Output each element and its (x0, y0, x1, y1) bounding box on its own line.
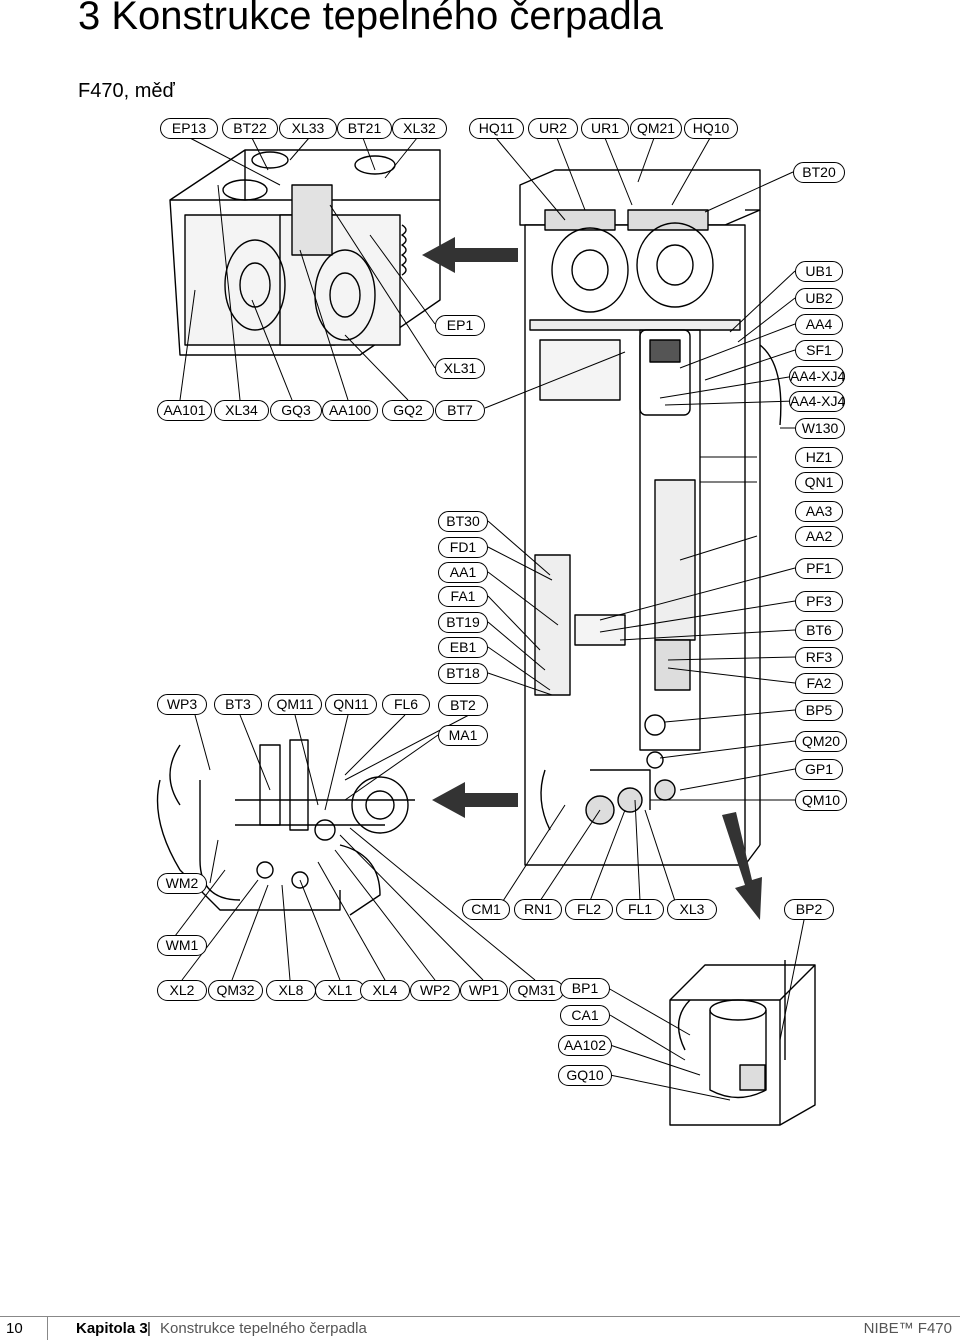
label-WP1: WP1 (460, 980, 508, 1001)
page-title: 3 Konstrukce tepelného čerpadla (78, 0, 663, 38)
label-FL6: FL6 (382, 694, 430, 715)
chapter-title: Konstrukce tepelného čerpadla (160, 1320, 367, 1337)
page-number: 10 (6, 1320, 23, 1337)
label-QM20: QM20 (795, 731, 847, 752)
label-GQ3: GQ3 (270, 400, 322, 421)
label-BT19: BT19 (438, 612, 488, 633)
label-QM10: QM10 (795, 790, 847, 811)
label-AA2: AA2 (795, 526, 843, 547)
page-footer: 10 Kapitola 3 | Konstrukce tepelného čer… (0, 1316, 960, 1340)
leader-lines (171, 137, 809, 1101)
label-QN1: QN1 (795, 472, 843, 493)
label-XL8: XL8 (266, 980, 316, 1001)
compressor-module-drawing (669, 960, 816, 1126)
label-BT2: BT2 (438, 695, 488, 716)
label-XL33: XL33 (279, 118, 337, 139)
label-XL4: XL4 (360, 980, 410, 1001)
chapter-label: Kapitola 3 (76, 1320, 148, 1337)
arrow-down-diagonal (722, 812, 762, 920)
label-FD1: FD1 (438, 537, 488, 558)
footer-divider (47, 1316, 48, 1340)
main-unit-drawing (519, 169, 782, 866)
label-QM31: QM31 (509, 980, 564, 1001)
label-AA1: AA1 (438, 562, 488, 583)
label-EP1: EP1 (435, 315, 485, 336)
label-QN11: QN11 (325, 694, 377, 715)
label-BT30: BT30 (438, 511, 488, 532)
label-EP13: EP13 (160, 118, 218, 139)
label-UR1: UR1 (581, 118, 629, 139)
label-BP1: BP1 (560, 978, 610, 999)
label-XL34: XL34 (214, 400, 269, 421)
label-FL2: FL2 (565, 899, 613, 920)
label-XL32: XL32 (392, 118, 447, 139)
label-BT3: BT3 (214, 694, 262, 715)
brand-name: NIBE™ F470 (863, 1320, 952, 1337)
label-XL31: XL31 (435, 358, 485, 379)
ventilation-module-drawing (169, 149, 441, 356)
label-AA101: AA101 (157, 400, 212, 421)
label-GQ10: GQ10 (558, 1065, 612, 1086)
label-AA3: AA3 (795, 501, 843, 522)
label-AA4-XJ4-2: AA4-XJ4 (789, 391, 845, 412)
label-BT22: BT22 (222, 118, 278, 139)
flow-arrows (422, 237, 762, 920)
label-W130: W130 (795, 418, 845, 439)
label-WP2: WP2 (410, 980, 460, 1001)
label-FA2: FA2 (795, 673, 843, 694)
label-HZ1: HZ1 (795, 447, 843, 468)
label-AA4-XJ4-1: AA4-XJ4 (789, 366, 845, 387)
heat-pump-diagram (156, 137, 816, 1126)
label-QM21: QM21 (630, 118, 682, 139)
footer-rule (0, 1316, 960, 1317)
label-PF3: PF3 (795, 591, 843, 612)
label-RN1: RN1 (514, 899, 562, 920)
label-RF3: RF3 (795, 647, 843, 668)
label-FL1: FL1 (616, 899, 664, 920)
label-BT7: BT7 (435, 400, 485, 421)
label-XL1: XL1 (315, 980, 365, 1001)
label-CM1: CM1 (462, 899, 510, 920)
label-BT6: BT6 (795, 620, 843, 641)
label-AA102: AA102 (558, 1035, 612, 1056)
label-GQ2: GQ2 (382, 400, 434, 421)
footer-separator: | (147, 1320, 151, 1337)
label-QM32: QM32 (208, 980, 263, 1001)
label-HQ11: HQ11 (469, 118, 524, 139)
label-BT21: BT21 (337, 118, 392, 139)
label-HQ10: HQ10 (684, 118, 738, 139)
label-QM11: QM11 (268, 694, 322, 715)
label-WM1: WM1 (157, 935, 207, 956)
label-BT20: BT20 (793, 162, 845, 183)
label-MA1: MA1 (438, 725, 488, 746)
model-subtitle: F470, měď (78, 80, 175, 102)
arrow-left-lower (432, 782, 518, 818)
label-BP2: BP2 (784, 899, 834, 920)
label-PF1: PF1 (795, 558, 843, 579)
arrow-left-upper (422, 237, 518, 273)
label-WM2: WM2 (157, 873, 207, 894)
label-XL2: XL2 (157, 980, 207, 1001)
label-AA100: AA100 (322, 400, 378, 421)
label-UR2: UR2 (528, 118, 578, 139)
label-AA4: AA4 (795, 314, 843, 335)
label-UB2: UB2 (795, 288, 843, 309)
label-GP1: GP1 (795, 759, 843, 780)
label-BT18: BT18 (438, 663, 488, 684)
label-XL3: XL3 (667, 899, 717, 920)
label-BP5: BP5 (795, 700, 843, 721)
label-CA1: CA1 (560, 1005, 610, 1026)
label-WP3: WP3 (157, 694, 207, 715)
label-EB1: EB1 (438, 637, 488, 658)
label-UB1: UB1 (795, 261, 843, 282)
label-FA1: FA1 (438, 586, 488, 607)
label-SF1: SF1 (795, 340, 843, 361)
